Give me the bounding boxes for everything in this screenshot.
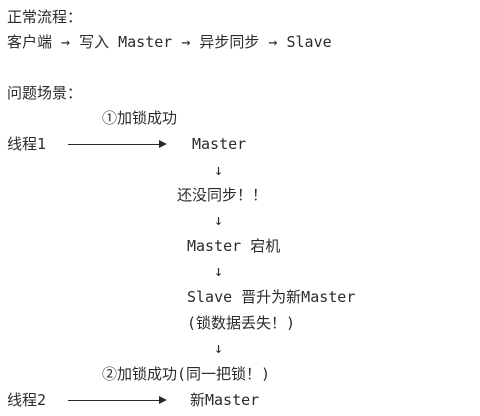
lock1-label: ①加锁成功 <box>102 109 178 127</box>
problem-title: 问题场景： <box>7 84 83 102</box>
slave-promoted-text: Slave 晋升为新Master <box>187 288 356 306</box>
normal-flow-title: 正常流程： <box>7 8 83 26</box>
thread1-label: 线程1 <box>7 135 47 153</box>
new-master-node: 新Master <box>190 391 260 409</box>
lock2-label: ②加锁成功(同一把锁！) <box>102 365 271 383</box>
down-arrow-2: ↓ <box>214 211 224 229</box>
down-arrow-1: ↓ <box>214 161 224 179</box>
down-arrow-4: ↓ <box>214 339 224 357</box>
master-node: Master <box>192 135 247 153</box>
not-synced-text: 还没同步！！ <box>177 186 268 204</box>
normal-flow-sequence: 客户端 → 写入 Master → 异步同步 → Slave <box>7 33 332 51</box>
down-arrow-3: ↓ <box>214 262 224 280</box>
thread2-label: 线程2 <box>7 391 47 409</box>
lock-lost-text: (锁数据丢失！) <box>187 314 296 332</box>
master-down-text: Master 宕机 <box>187 237 281 255</box>
